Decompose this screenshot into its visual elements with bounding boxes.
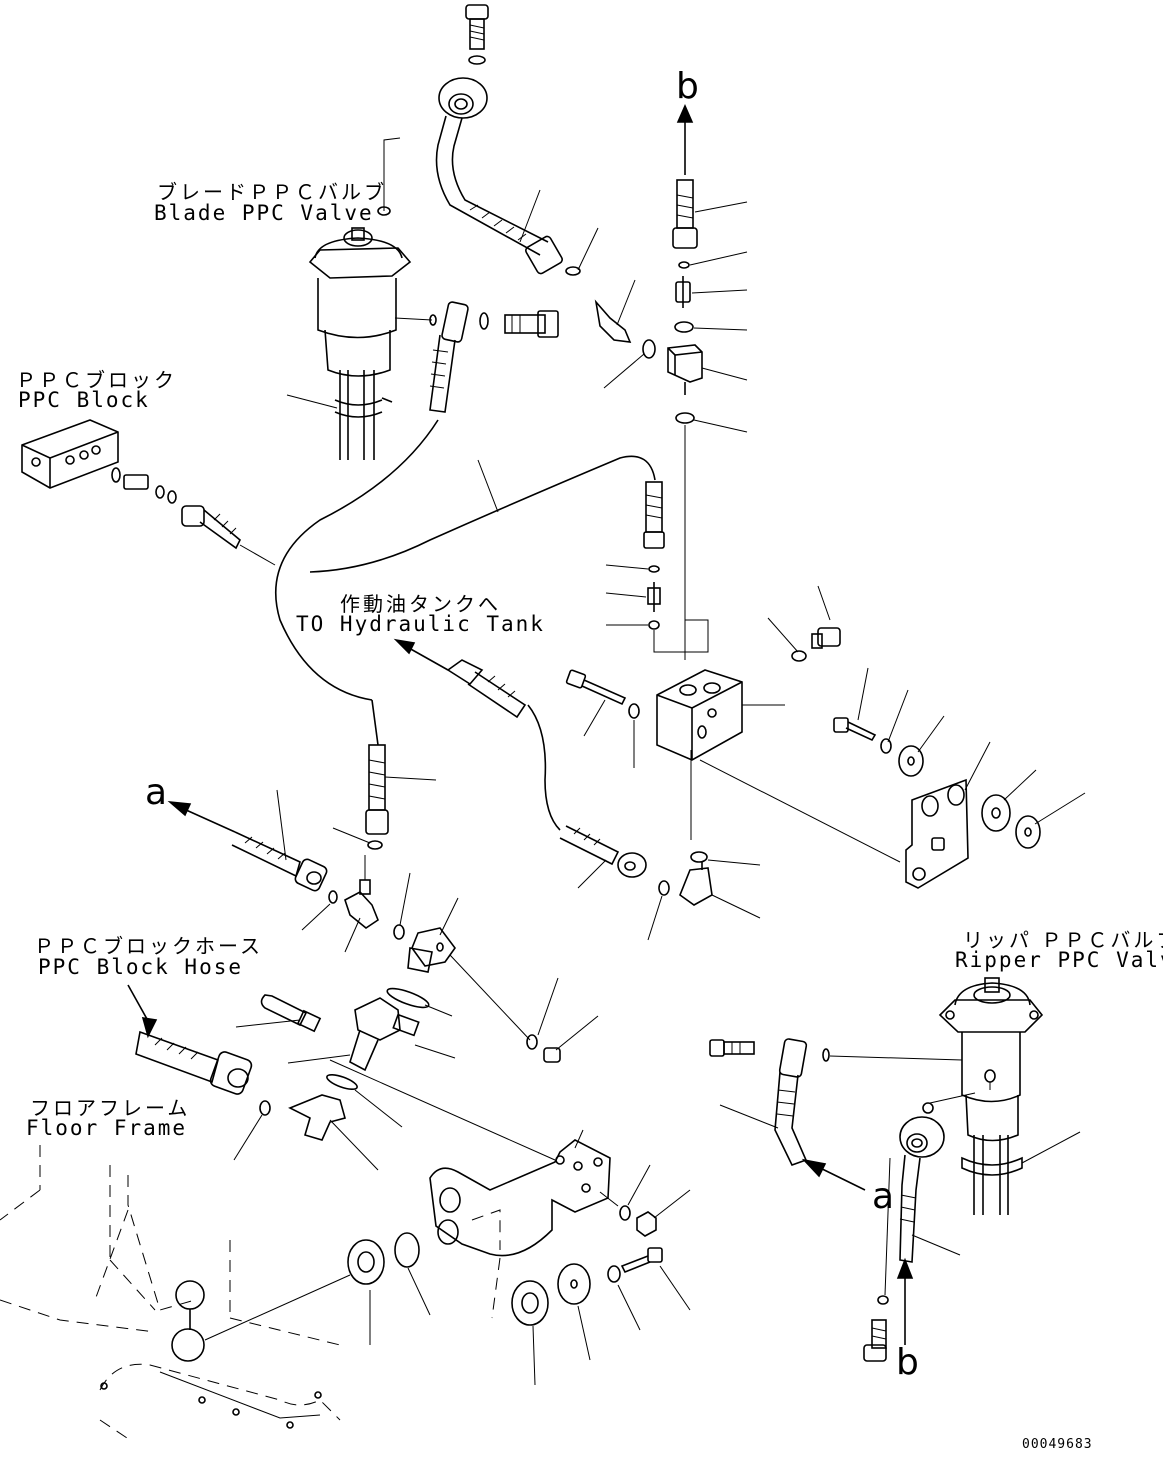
ppc-block — [21, 419, 119, 489]
ppc-block-hose-label-en: PPC Block Hose — [38, 955, 244, 979]
floor-frame-label-en: Floor Frame — [26, 1116, 188, 1140]
hydraulic-tank-label-en: TO Hydraulic Tank — [296, 612, 545, 636]
elbow-fitting — [594, 279, 656, 389]
lower-valve-assembly — [235, 987, 456, 1171]
pressure-adapter — [407, 897, 599, 1063]
ripper-banjo-hose — [863, 1116, 961, 1362]
blade-ppc-valve-label-jp: ブレードＰＰＣバルブ — [157, 180, 387, 204]
lower-center-elbow — [559, 825, 761, 941]
hydraulic-tank-label-jp: 作動油タンクへ — [340, 592, 501, 616]
ripper-a-hose — [719, 1038, 866, 1191]
tank-hose — [393, 638, 561, 831]
blade-ppc-valve-label-en: Blade PPC Valve — [154, 201, 374, 225]
connection-marker-b-top: b — [676, 66, 699, 107]
ppc-block-hose-label-jp: ＰＰＣブロックホース — [34, 934, 263, 958]
ppc-block-label-en: PPC Block — [18, 388, 150, 412]
connection-marker-a-left: a — [145, 772, 168, 813]
connection-marker-a-right: a — [872, 1176, 895, 1217]
ppc-block-hose — [127, 984, 271, 1161]
left-a-hose — [167, 789, 338, 931]
top-bolt — [465, 4, 489, 65]
drain-hose — [309, 455, 709, 653]
ripper-ppc-valve-label-en: Ripper PPC Valve — [955, 948, 1163, 972]
right-column-fittings — [667, 104, 748, 660]
document-number: 00049683 — [1022, 1437, 1093, 1452]
ppc-block-label-jp: ＰＰＣブロック — [16, 368, 177, 392]
connection-marker-b-bottom: b — [896, 1342, 919, 1383]
blade-valve-hose — [274, 301, 559, 746]
blade-banjo-hose — [435, 77, 599, 276]
right-bracket-group — [833, 667, 1086, 889]
center-vertical-hose — [332, 744, 437, 953]
center-manifold-block — [565, 585, 901, 863]
lower-bracket — [329, 1059, 691, 1386]
ripper-ppc-valve — [709, 977, 1081, 1215]
ppc-block-fittings — [111, 467, 276, 566]
floor-frame — [0, 1145, 351, 1441]
floor-frame-label-jp: フロアフレーム — [30, 1096, 191, 1120]
blade-ppc-valve — [286, 137, 437, 460]
ripper-ppc-valve-label-jp: リッパ ＰＰＣバルブ — [963, 928, 1163, 952]
